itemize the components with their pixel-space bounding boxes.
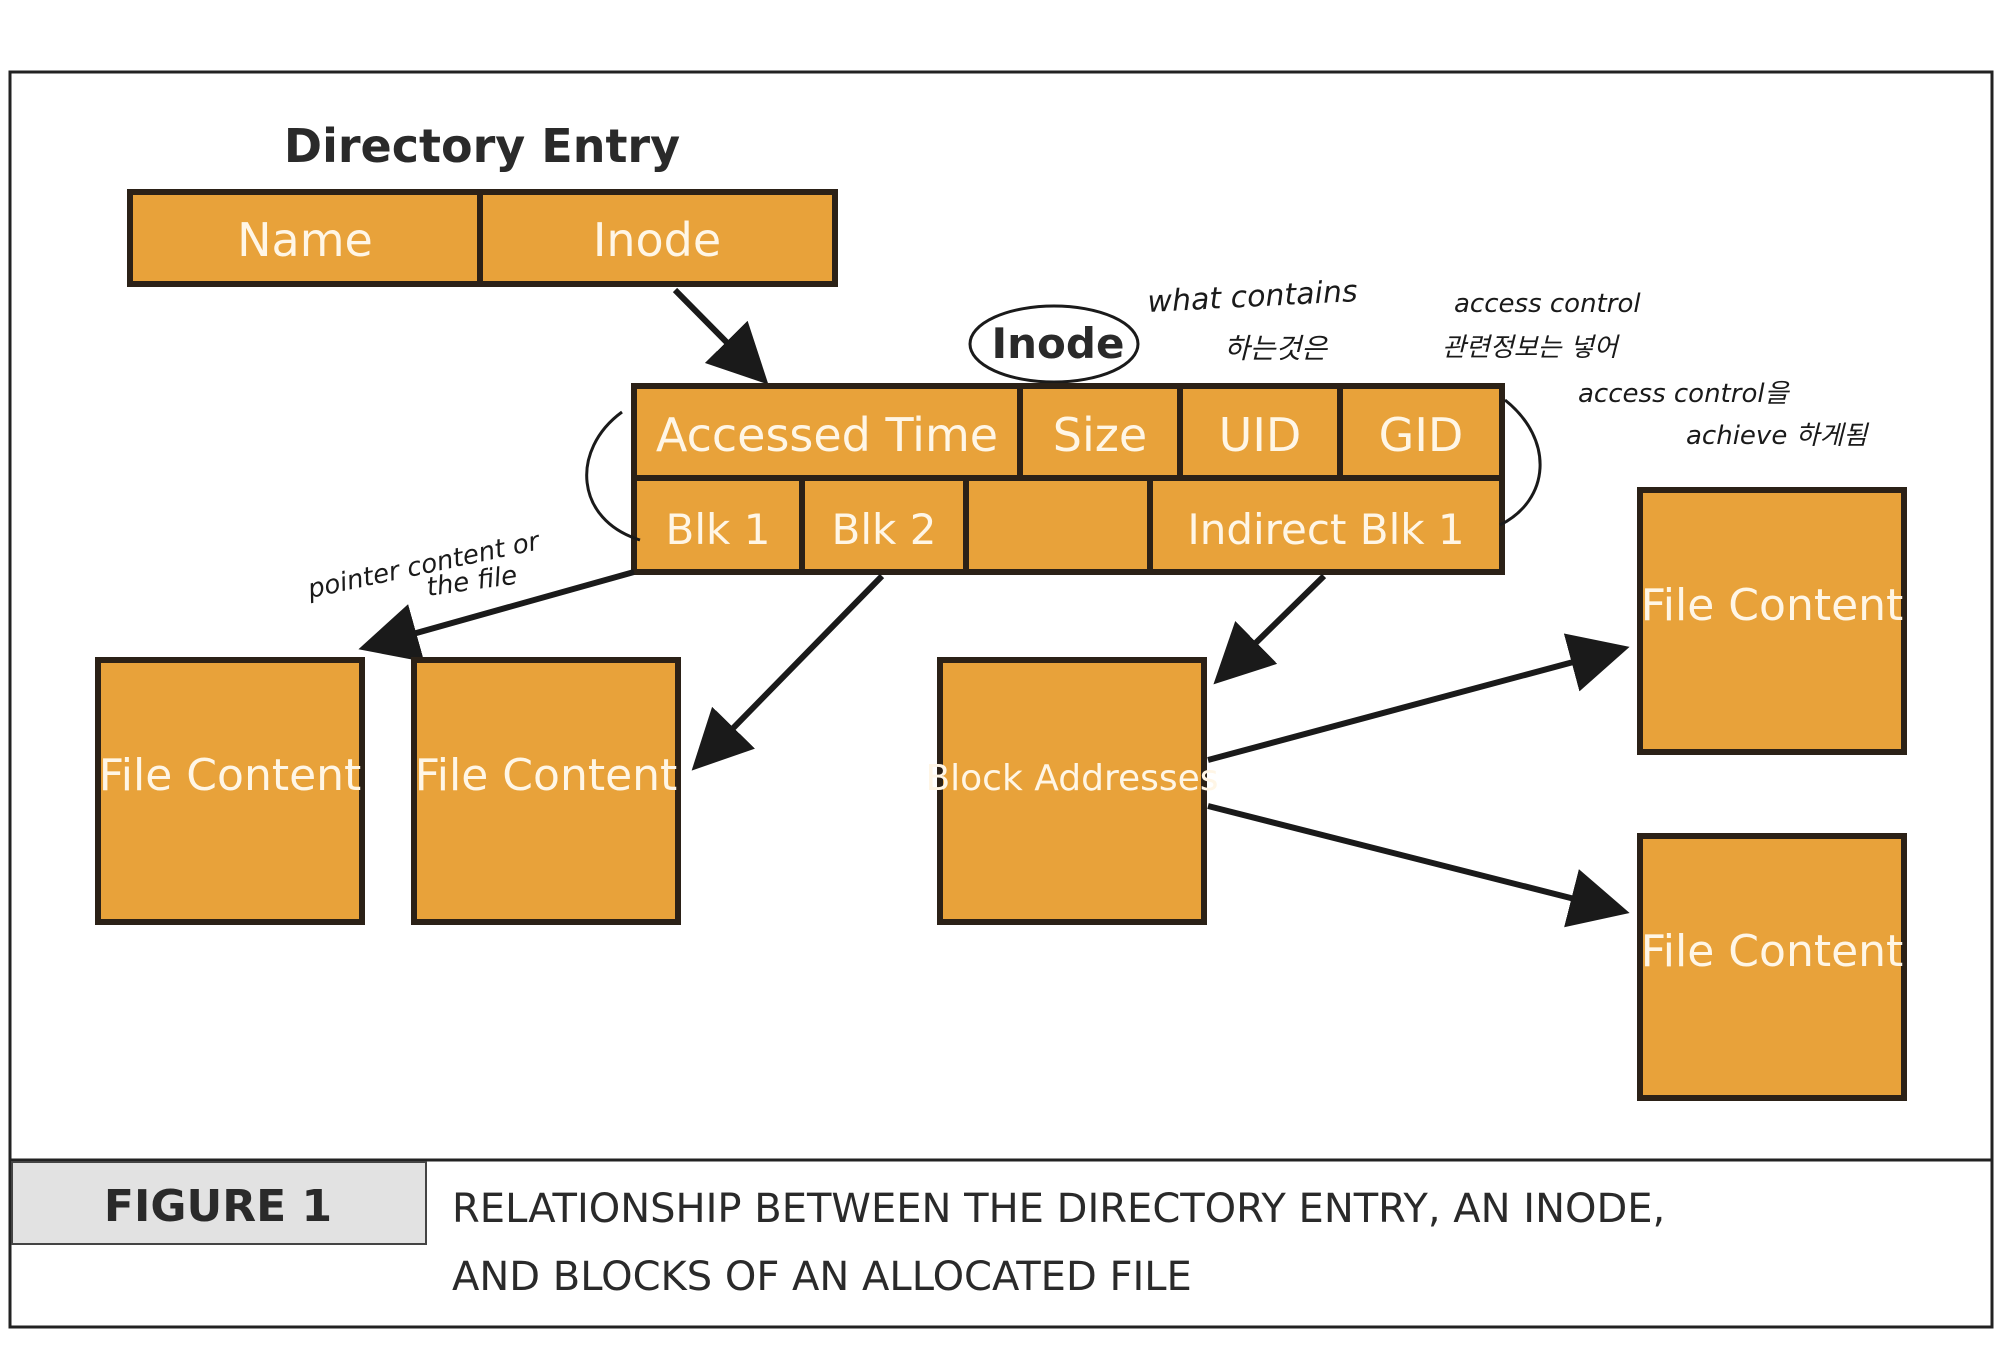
note-inode-line2: 하는것은 [1224, 332, 1328, 365]
caption-line-1: RELATIONSHIP BETWEEN THE DIRECTORY ENTRY… [452, 1186, 1665, 1232]
file-content-2-line1: File Content [415, 750, 678, 801]
block-addresses-label: Block Addresses [925, 758, 1218, 799]
directory-entry-name-cell [127, 189, 483, 287]
inode-blk2-label: Blk 2 [832, 505, 937, 554]
inode-uid-label: UID [1219, 408, 1302, 462]
inode-structure: Accessed Time Size UID GID Blk 1 Blk 2 I… [631, 383, 1505, 575]
figure-frame [8, 70, 1994, 1329]
inode-blk2-cell [799, 475, 969, 575]
file-content-box-1: File Content [95, 657, 365, 925]
block-addresses-box: Block Addresses [925, 657, 1219, 925]
arrow-addresses-to-content-4 [1207, 803, 1630, 928]
note-inode-line1: what contains [1147, 274, 1359, 320]
directory-entry-inode-label: Inode [593, 213, 721, 267]
file-content-4-line1: File Content [1641, 926, 1904, 977]
file-content-box-4: File Content [1637, 833, 1907, 1101]
inode-empty-cell [963, 475, 1153, 575]
inode-indirect-blk-label: Indirect Blk 1 [1187, 505, 1464, 554]
arrow-indirect-to-block-addresses [1213, 573, 1327, 685]
note-access-line4: achieve 하게됨 [1686, 421, 1869, 451]
left-bracket-mark [585, 410, 641, 542]
arrow-blk1-to-content [358, 569, 635, 662]
directory-entry-title: Directory Entry [284, 119, 680, 173]
caption-line-2: AND BLOCKS OF AN ALLOCATED FILE [452, 1254, 1192, 1300]
file-content-box-3: File Content [1637, 487, 1907, 755]
file-content-box-2: File Content [411, 657, 681, 925]
note-access-line1: access control [1454, 289, 1641, 319]
note-access-line3: access control을 [1578, 379, 1791, 409]
directory-entry-inode-cell [477, 189, 838, 287]
arrow-entry-to-inode [672, 287, 769, 385]
directory-entry-name-label: Name [237, 213, 373, 267]
inode-size-label: Size [1053, 408, 1147, 462]
inode-label: Inode [992, 319, 1125, 368]
caption-figure-label: FIGURE 1 [104, 1181, 332, 1232]
inode-indirect-blk-cell [1147, 475, 1505, 575]
file-content-3-line1: File Content [1641, 580, 1904, 631]
note-access-line2: 관련정보는 넣어 [1442, 333, 1621, 363]
caption-label-bg [11, 1161, 427, 1245]
inode-label-circle [968, 304, 1140, 384]
directory-entry: Name Inode [127, 189, 838, 287]
right-bracket-mark [1499, 398, 1542, 527]
arrow-addresses-to-content-3 [1207, 633, 1630, 763]
inode-accessed-time-label: Accessed Time [656, 408, 998, 462]
inode-blk1-cell [631, 475, 805, 575]
inode-blk1-label: Blk 1 [666, 505, 771, 554]
arrow-blk2-to-content [691, 573, 885, 771]
inode-gid-label: GID [1379, 408, 1464, 462]
file-content-1-line1: File Content [99, 750, 362, 801]
